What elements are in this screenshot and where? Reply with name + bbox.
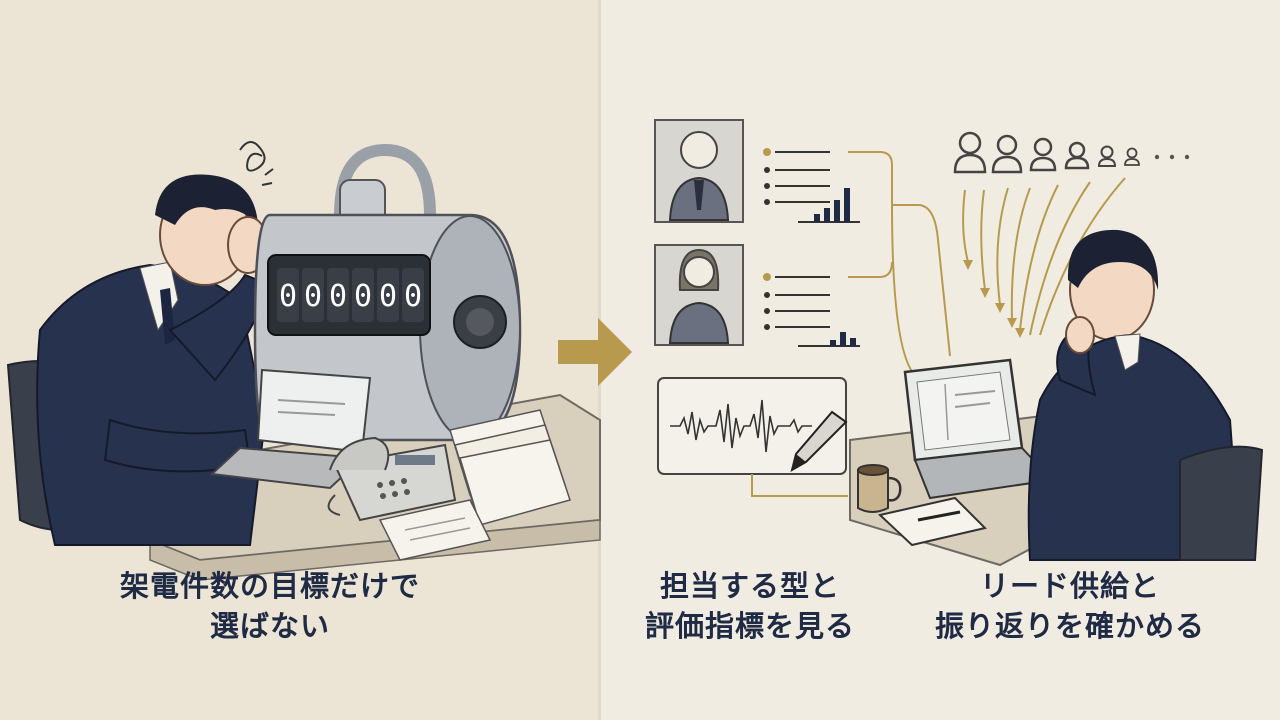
call-recording-card [657, 377, 848, 475]
mini-bar-chart-top [798, 188, 860, 223]
counter-digit-2: 0 [304, 279, 322, 314]
lead-flow-arrows [962, 177, 1126, 336]
caption-middle: 担当する型と 評価指標を見る [600, 566, 900, 646]
notebook [877, 496, 987, 547]
male-worker-profile-icon [654, 119, 744, 223]
counter-digit-1: 0 [279, 279, 297, 314]
connector-lines [751, 151, 951, 497]
counter-digits: 0 0 0 0 0 0 [277, 268, 424, 322]
role-checklist-top [763, 148, 830, 205]
caption-left: 架電件数の目標だけで 選ばない [60, 566, 480, 646]
right-laptop [903, 358, 1055, 500]
audio-waveform-icon [670, 399, 812, 453]
female-worker-profile-icon [654, 244, 744, 346]
lead-people-icons [953, 131, 1140, 174]
right-office-chair [1179, 445, 1264, 561]
pencil-icon [790, 410, 848, 473]
caption-middle-line2: 評価指標を見る [644, 609, 855, 643]
counter-digit-3: 0 [329, 279, 347, 314]
more-dots-icon [1154, 154, 1190, 160]
paper-stack [378, 409, 571, 561]
counter-digit-5: 0 [379, 279, 397, 314]
caption-right-line1: リード供給と [979, 569, 1160, 603]
transition-arrow-icon [558, 318, 632, 386]
coffee-mug [857, 464, 902, 513]
mini-bar-chart-middle [798, 332, 860, 347]
caption-left-line2: 選ばない [209, 609, 330, 643]
caption-left-line1: 架電件数の目標だけで [119, 569, 420, 603]
caption-right-line2: 振り返りを確かめる [934, 609, 1205, 643]
counter-digit-4: 0 [354, 279, 372, 314]
stressed-businessman [36, 141, 274, 546]
role-checklist-middle [763, 273, 830, 330]
caption-middle-line1: 担当する型と [659, 569, 840, 603]
lead-arrowheads [963, 260, 1025, 338]
left-laptop [209, 368, 372, 490]
desk-phone [327, 436, 457, 522]
counter-digit-6: 0 [404, 279, 422, 314]
caption-right: リード供給と 振り返りを確かめる [910, 566, 1230, 646]
